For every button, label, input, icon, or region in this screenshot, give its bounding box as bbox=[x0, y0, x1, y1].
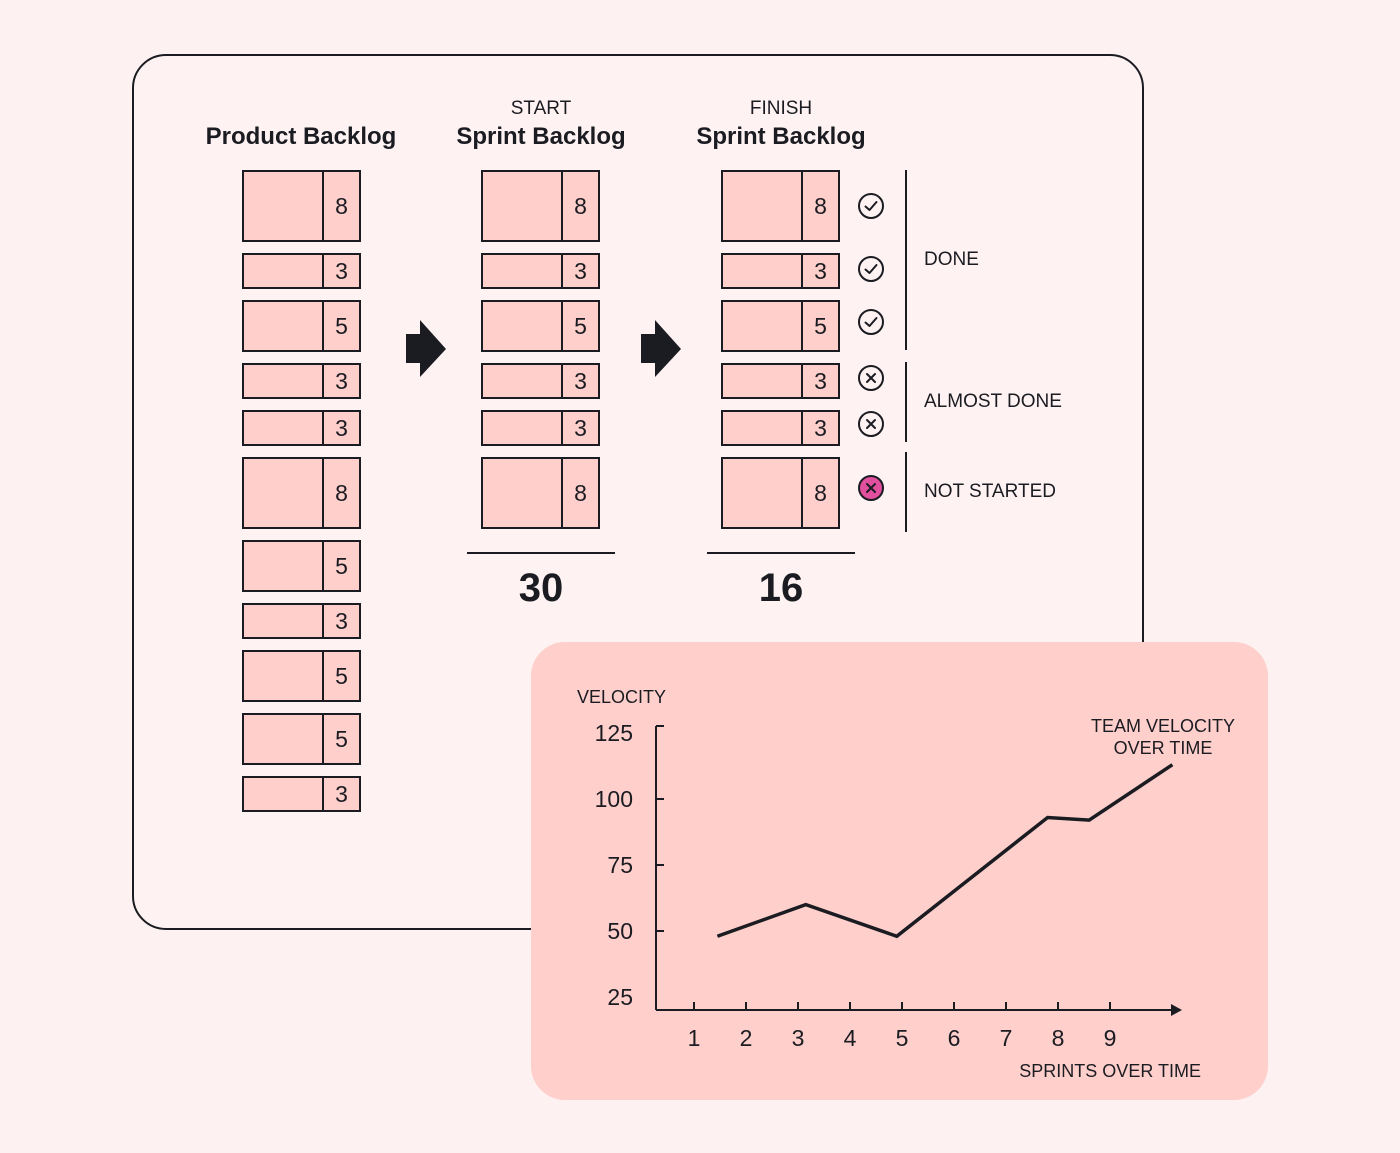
backlog-card: 5 bbox=[242, 540, 361, 592]
y-tick-label: 125 bbox=[595, 720, 633, 746]
check-circle-icon bbox=[858, 256, 884, 282]
arrow-right-icon-2 bbox=[641, 320, 681, 377]
velocity-chart: 125 100 75 50 25 1 2 3 4 5 6 7 8 9 VELOCITY SPRINTS OVE… bbox=[577, 687, 1235, 1081]
backlog-card: 3 bbox=[242, 253, 361, 289]
x-tick-label: 5 bbox=[896, 1025, 909, 1051]
chart-annotation-line: TEAM VELOCITY bbox=[1091, 716, 1235, 736]
total-rule bbox=[707, 552, 855, 554]
backlog-card: 3 bbox=[481, 363, 600, 399]
story-points: 5 bbox=[322, 542, 359, 590]
x-tick-label: 2 bbox=[740, 1025, 753, 1051]
backlog-card: 3 bbox=[242, 410, 361, 446]
story-points: 5 bbox=[322, 652, 359, 700]
backlog-card: 8 bbox=[481, 457, 600, 529]
story-points: 3 bbox=[322, 605, 359, 637]
column-3-total: 16 bbox=[758, 566, 804, 610]
group-bracket-almost-done bbox=[905, 362, 907, 442]
backlog-card: 5 bbox=[721, 300, 840, 352]
backlog-card: 5 bbox=[242, 300, 361, 352]
backlog-card: 5 bbox=[481, 300, 600, 352]
x-axis-arrowhead bbox=[1171, 1004, 1182, 1016]
story-points: 8 bbox=[322, 172, 359, 240]
backlog-card: 5 bbox=[242, 713, 361, 765]
backlog-card: 8 bbox=[481, 170, 600, 242]
y-tick-label: 25 bbox=[607, 984, 633, 1010]
story-points: 8 bbox=[561, 172, 598, 240]
x-tick-label: 8 bbox=[1052, 1025, 1065, 1051]
status-done-label: DONE bbox=[924, 249, 979, 270]
story-points: 3 bbox=[322, 412, 359, 444]
column-2-title: Sprint Backlog bbox=[456, 123, 626, 150]
total-rule bbox=[467, 552, 615, 554]
story-points: 5 bbox=[561, 302, 598, 350]
backlog-card: 8 bbox=[242, 457, 361, 529]
backlog-card: 3 bbox=[242, 363, 361, 399]
column-3-title: Sprint Backlog bbox=[696, 123, 866, 150]
column-2-total: 30 bbox=[518, 566, 564, 610]
story-points: 3 bbox=[561, 365, 598, 397]
story-points: 5 bbox=[801, 302, 838, 350]
backlog-card: 3 bbox=[481, 253, 600, 289]
story-points: 3 bbox=[801, 255, 838, 287]
backlog-card: 8 bbox=[721, 170, 840, 242]
arrow-right-icon-1 bbox=[406, 320, 446, 377]
status-almost-done-label: ALMOST DONE bbox=[924, 391, 1062, 412]
y-tick-label: 75 bbox=[607, 852, 633, 878]
story-points: 3 bbox=[322, 365, 359, 397]
column-3-subtitle: FINISH bbox=[749, 98, 813, 119]
story-points: 3 bbox=[322, 255, 359, 287]
y-tick-label: 100 bbox=[595, 786, 633, 812]
check-circle-icon bbox=[858, 309, 884, 335]
backlog-card: 3 bbox=[481, 410, 600, 446]
story-points: 3 bbox=[801, 412, 838, 444]
column-2-subtitle: START bbox=[510, 98, 572, 119]
x-circle-filled-icon bbox=[858, 475, 884, 501]
story-points: 5 bbox=[322, 302, 359, 350]
backlog-card: 3 bbox=[721, 253, 840, 289]
story-points: 8 bbox=[801, 459, 838, 527]
backlog-card: 3 bbox=[721, 363, 840, 399]
velocity-chart-panel: 125 100 75 50 25 1 2 3 4 5 6 7 8 9 VELOCITY SPRINTS OVE… bbox=[531, 642, 1268, 1100]
story-points: 8 bbox=[322, 459, 359, 527]
story-points: 3 bbox=[322, 778, 359, 810]
x-axis-label: SPRINTS OVER TIME bbox=[1019, 1061, 1201, 1081]
y-tick-label: 50 bbox=[607, 918, 633, 944]
x-tick-label: 7 bbox=[1000, 1025, 1013, 1051]
y-axis-label: VELOCITY bbox=[577, 687, 666, 707]
x-circle-icon bbox=[858, 365, 884, 391]
x-tick-label: 6 bbox=[948, 1025, 961, 1051]
velocity-series-line bbox=[716, 763, 1174, 939]
backlog-card: 5 bbox=[242, 650, 361, 702]
backlog-card: 8 bbox=[721, 457, 840, 529]
story-points: 3 bbox=[561, 412, 598, 444]
group-bracket-not-started bbox=[905, 452, 907, 532]
story-points: 3 bbox=[801, 365, 838, 397]
backlog-card: 3 bbox=[242, 776, 361, 812]
column-1-title: Product Backlog bbox=[205, 123, 397, 150]
x-tick-label: 3 bbox=[792, 1025, 805, 1051]
chart-annotation-line: OVER TIME bbox=[1114, 738, 1213, 758]
x-tick-label: 1 bbox=[688, 1025, 701, 1051]
story-points: 5 bbox=[322, 715, 359, 763]
story-points: 8 bbox=[801, 172, 838, 240]
backlog-card: 3 bbox=[242, 603, 361, 639]
group-bracket-done bbox=[905, 170, 907, 350]
story-points: 8 bbox=[561, 459, 598, 527]
x-tick-label: 4 bbox=[844, 1025, 857, 1051]
backlog-card: 3 bbox=[721, 410, 840, 446]
x-tick-label: 9 bbox=[1104, 1025, 1117, 1051]
story-points: 3 bbox=[561, 255, 598, 287]
backlog-card: 8 bbox=[242, 170, 361, 242]
status-not-started-label: NOT STARTED bbox=[924, 481, 1056, 502]
check-circle-icon bbox=[858, 193, 884, 219]
x-circle-icon bbox=[858, 411, 884, 437]
